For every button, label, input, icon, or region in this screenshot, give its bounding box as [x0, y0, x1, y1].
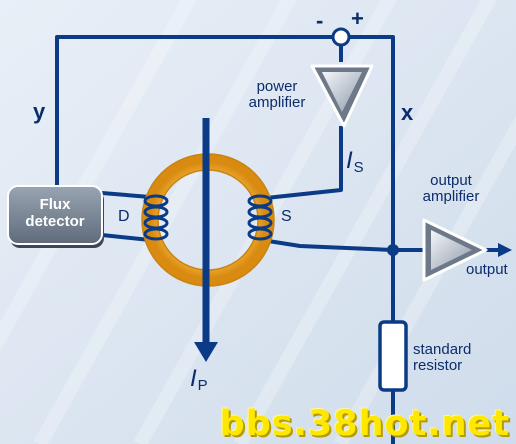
primary-current-arrow: [194, 118, 218, 362]
power-amplifier: [310, 64, 374, 128]
wire-y: [55, 35, 333, 190]
power-amplifier-label: power amplifier: [242, 79, 312, 111]
resistor-line1: standard: [413, 341, 472, 358]
flux-detector-line1: Flux: [39, 196, 71, 213]
label-is: IS: [346, 147, 364, 176]
standard-resistor: [378, 320, 408, 392]
output-amp-line1: output: [430, 172, 472, 189]
coil-d: [143, 194, 169, 241]
output-label: output: [466, 261, 508, 278]
flux-detector-line2: detector: [25, 212, 85, 230]
coil-s: [247, 194, 273, 241]
wire-detector-d-bottom: [101, 233, 151, 242]
watermark: bbs.38hot.net: [219, 404, 510, 444]
output-amplifier: [422, 218, 488, 282]
output-arrow-icon: [498, 243, 512, 257]
power-amp-line1: power: [256, 78, 298, 95]
wire-s-node: [261, 238, 394, 252]
resistor-label: standard resistor: [413, 342, 471, 374]
label-ip: IP: [190, 365, 208, 394]
resistor-line2: resistor: [413, 356, 463, 374]
output-amp-line2: amplifier: [422, 187, 480, 205]
label-coil-s: S: [281, 208, 292, 225]
wire-detector-d-top: [101, 191, 151, 199]
output-amplifier-label: output amplifier: [413, 173, 489, 205]
label-y: y: [33, 99, 46, 124]
terminal-minus-label: -: [316, 8, 324, 33]
supply-terminal: [331, 27, 351, 47]
terminal-plus-label: +: [351, 6, 364, 31]
wire-x: [349, 35, 395, 322]
power-amp-line2: amplifier: [248, 93, 306, 111]
flux-detector-label: Flux detector: [8, 196, 102, 230]
flux-detector-box: [7, 185, 104, 248]
label-x: x: [401, 100, 414, 125]
label-coil-d: D: [118, 208, 130, 225]
junction-node: [387, 244, 399, 256]
wire-is: [265, 126, 343, 200]
